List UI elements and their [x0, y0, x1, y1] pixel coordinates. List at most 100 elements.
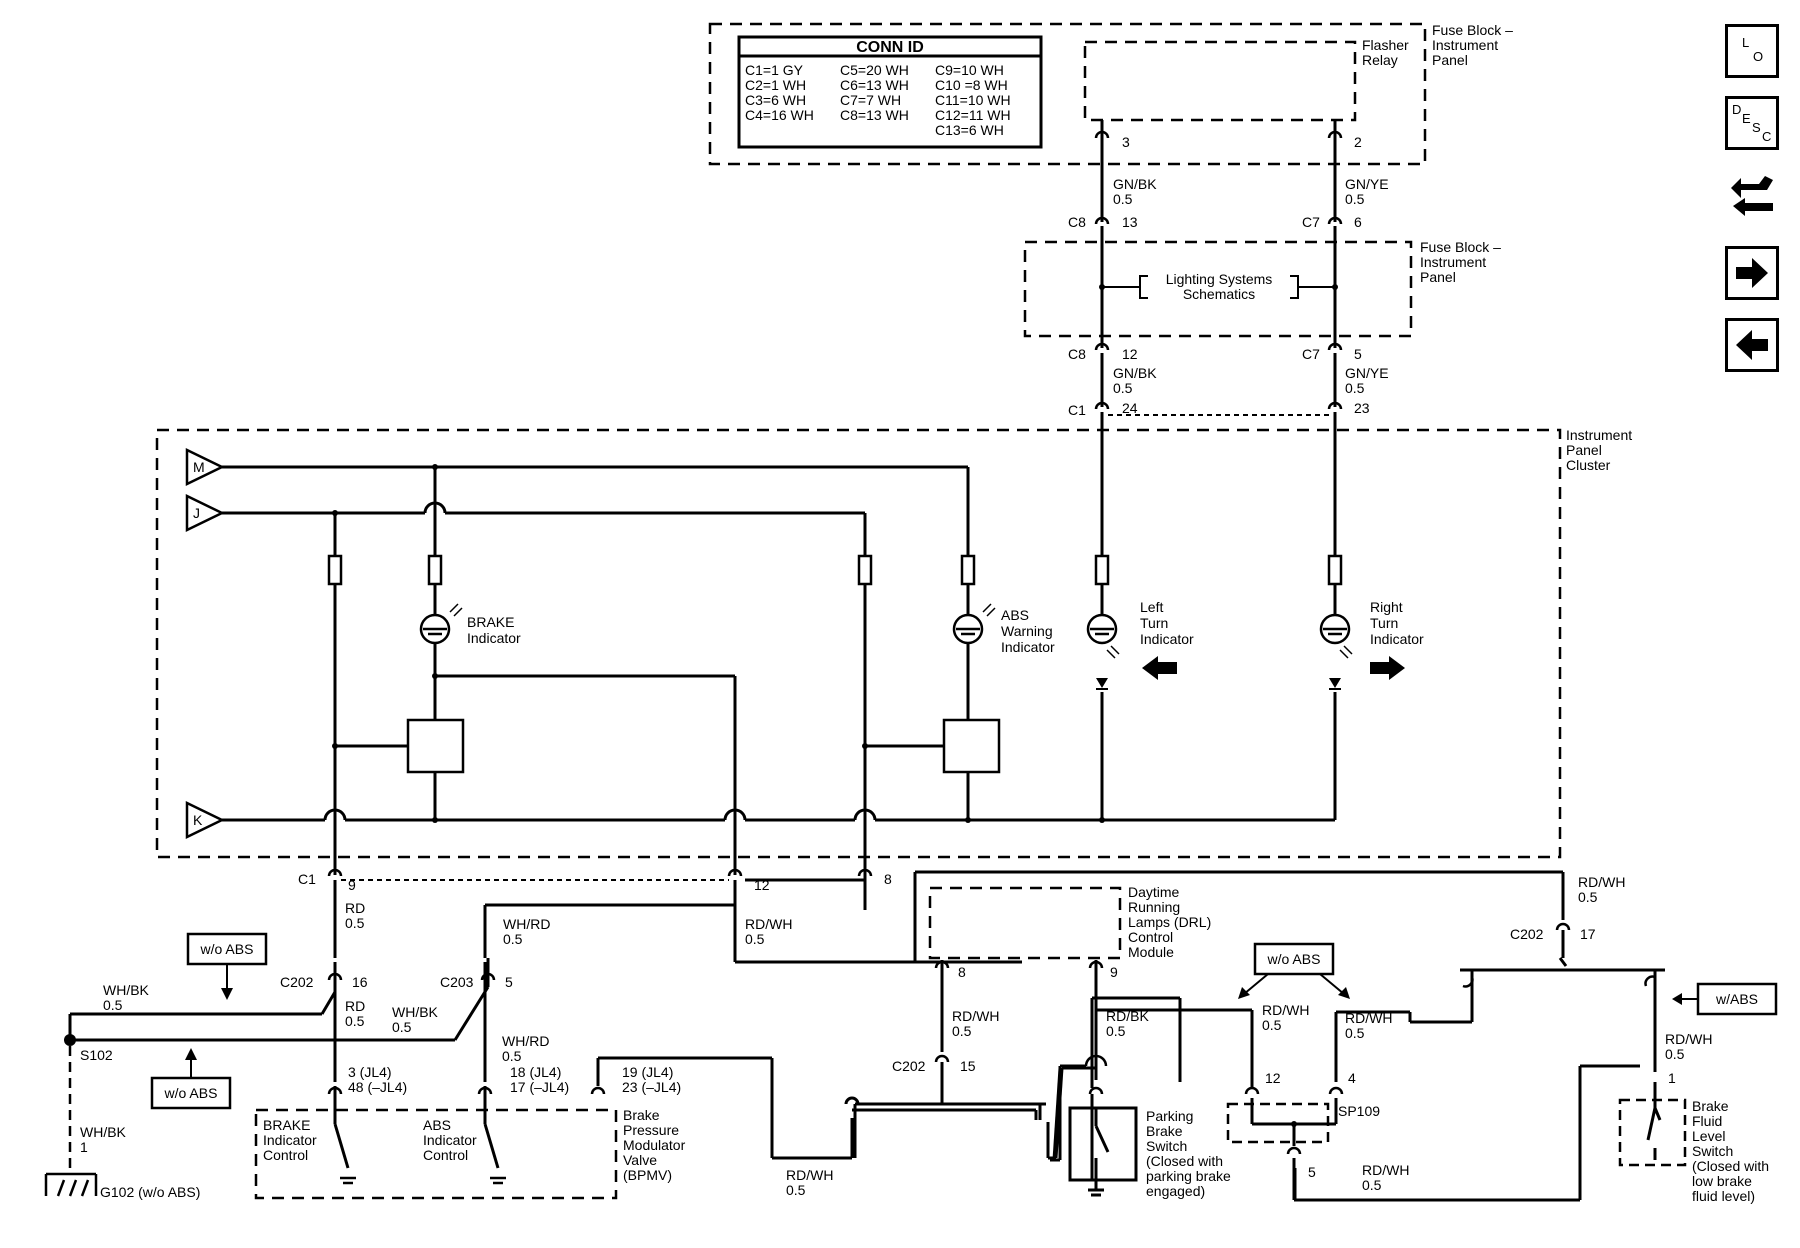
conn-c1-bottom: C1 [298, 871, 316, 887]
conn-c1-top: C1 [1068, 402, 1086, 418]
drl-module-box [928, 886, 1122, 960]
instrument-panel-cluster-box [155, 428, 1562, 859]
svg-text:M: M [193, 459, 205, 475]
svg-text:C: C [1762, 129, 1771, 144]
conn-c8-mid: C8 [1068, 346, 1086, 362]
brake-driver-block [406, 718, 465, 774]
description-button[interactable]: D E S C [1725, 96, 1779, 150]
pin-2: 2 [1354, 134, 1362, 150]
pin-6: 6 [1354, 214, 1362, 230]
svg-text:C13=6 WH: C13=6 WH [935, 122, 1004, 138]
svg-text:J: J [193, 505, 200, 521]
wiring-icon-button[interactable] [1725, 166, 1779, 220]
svg-text:C5=20 WH: C5=20 WH [840, 62, 909, 78]
pin-12-c1: 12 [754, 877, 770, 893]
pin-5-c203: 5 [505, 974, 513, 990]
pin-jl4-bpmv: 19 (JL4)23 (–JL4) [622, 1064, 681, 1095]
svg-text:C4=16 WH: C4=16 WH [745, 107, 814, 123]
svg-text:S: S [1752, 120, 1761, 135]
parking-brake-switch-box [1068, 1106, 1138, 1182]
left-turn-lamp [1086, 613, 1120, 690]
svg-text:C9=10 WH: C9=10 WH [935, 62, 1004, 78]
brake-fluid-switch-box [1618, 1098, 1687, 1167]
conn-id-col2: C5=20 WH C6=13 WH C7=7 WH C8=13 WH [840, 62, 909, 123]
pin-16: 16 [352, 974, 368, 990]
pin-4-sp109: 4 [1348, 1070, 1356, 1086]
abs-module-box [254, 1108, 618, 1200]
parking-brake-switch [1088, 1108, 1110, 1197]
brake-fluid-switch [1646, 1107, 1657, 1160]
svg-text:K: K [193, 812, 203, 828]
brake-indicator-lamp [419, 603, 463, 645]
conn-c202-16: C202 [280, 974, 314, 990]
conn-id-table [737, 35, 1043, 149]
pin-1-fluid: 1 [1668, 1070, 1676, 1086]
left-arrow-icon [1142, 656, 1177, 680]
conn-c203: C203 [440, 974, 474, 990]
svg-text:O: O [1753, 49, 1763, 64]
note-wo-abs-2: w/o ABS [150, 1048, 232, 1110]
bus-terminal-j: J [185, 494, 225, 532]
pin-3: 3 [1122, 134, 1130, 150]
pin-5-sp109: 5 [1308, 1164, 1316, 1180]
fuse-block-top-box [708, 22, 1427, 166]
bus-terminal-k: K [185, 801, 225, 839]
bus-terminal-m: M [185, 448, 225, 486]
conn-c7-mid: C7 [1302, 346, 1320, 362]
previous-button[interactable] [1725, 318, 1779, 372]
pin-8-drl: 8 [958, 964, 966, 980]
resistors [327, 554, 1343, 586]
connection-lines [68, 120, 1337, 1180]
conn-c7-top: C7 [1302, 214, 1320, 230]
svg-text:w/o ABS: w/o ABS [1267, 951, 1321, 967]
note-w-abs: w/ABS [1672, 982, 1778, 1016]
svg-text:C1=1 GY: C1=1 GY [745, 62, 804, 78]
svg-text:C6=13 WH: C6=13 WH [840, 77, 909, 93]
ground-g102-label: G102 (w/o ABS) [100, 1184, 200, 1200]
svg-text:C3=6 WH: C3=6 WH [745, 92, 806, 108]
pin-24: 24 [1122, 400, 1138, 416]
svg-text:C11=10 WH: C11=10 WH [935, 92, 1011, 108]
right-arrow-icon [1370, 656, 1405, 680]
right-turn-lamp [1319, 613, 1353, 690]
pin-15: 15 [960, 1058, 976, 1074]
note-wo-abs-sp109: w/o ABS [1238, 942, 1350, 999]
conn-c202-17: C202 [1510, 926, 1544, 942]
pin-jl4-brake: 3 (JL4)48 (–JL4) [348, 1064, 407, 1095]
note-wo-abs-1: w/o ABS [186, 932, 268, 1000]
location-button[interactable]: L O [1725, 24, 1779, 78]
junction-dots [64, 284, 1338, 1046]
next-button[interactable] [1725, 246, 1779, 300]
svg-text:w/o ABS: w/o ABS [164, 1085, 218, 1101]
sp109-label: SP109 [1338, 1103, 1380, 1119]
module-grounds [340, 1176, 506, 1185]
pin-jl4-abs: 18 (JL4)17 (–JL4) [510, 1064, 569, 1095]
pin-12-mid: 12 [1122, 346, 1138, 362]
pin-5-mid: 5 [1354, 346, 1362, 362]
flasher-relay-box [1083, 40, 1357, 122]
svg-text:E: E [1742, 111, 1751, 126]
pin-9-c1: 9 [348, 877, 356, 893]
